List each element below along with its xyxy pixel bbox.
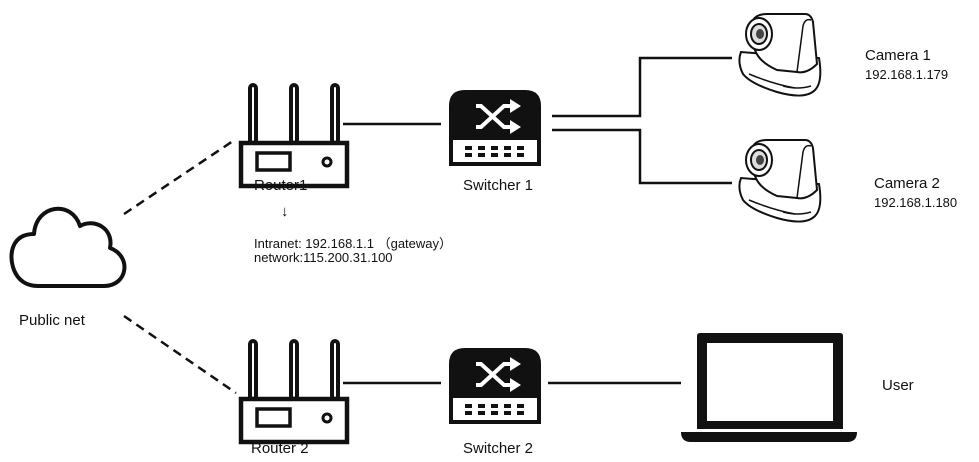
switch-icon	[447, 346, 543, 426]
camera1-ip: 192.168.1.179	[865, 67, 949, 82]
router1-network-address: network:115.200.31.100	[254, 250, 393, 265]
user-label: User	[882, 377, 914, 394]
cloud-icon	[9, 206, 127, 288]
link-switcher1-camera2	[552, 128, 732, 185]
router1-intranet-address: Intranet: 192.168.1.1 （gateway）	[254, 236, 453, 251]
router-icon	[241, 341, 347, 442]
router2-label: Router 2	[251, 440, 309, 457]
ptz-camera-icon	[738, 13, 822, 97]
public-net-label: Public net	[19, 312, 85, 329]
down-arrow: ↓	[281, 203, 289, 220]
camera2-label: Camera 2	[874, 175, 940, 192]
switcher2-label: Switcher 2	[463, 440, 534, 457]
laptop-icon	[681, 333, 857, 442]
link-switcher1-camera1	[552, 56, 732, 118]
router-icon	[241, 85, 347, 186]
router1-label: Router1	[254, 177, 308, 194]
link-cloud-router1	[123, 137, 237, 216]
switch-icon	[447, 88, 543, 168]
switcher1-label: Switcher 1	[463, 177, 534, 194]
ptz-camera-icon	[738, 139, 822, 223]
link-cloud-router2	[123, 314, 237, 395]
camera2-ip: 192.168.1.180	[874, 195, 958, 210]
camera1-label: Camera 1	[865, 47, 931, 64]
